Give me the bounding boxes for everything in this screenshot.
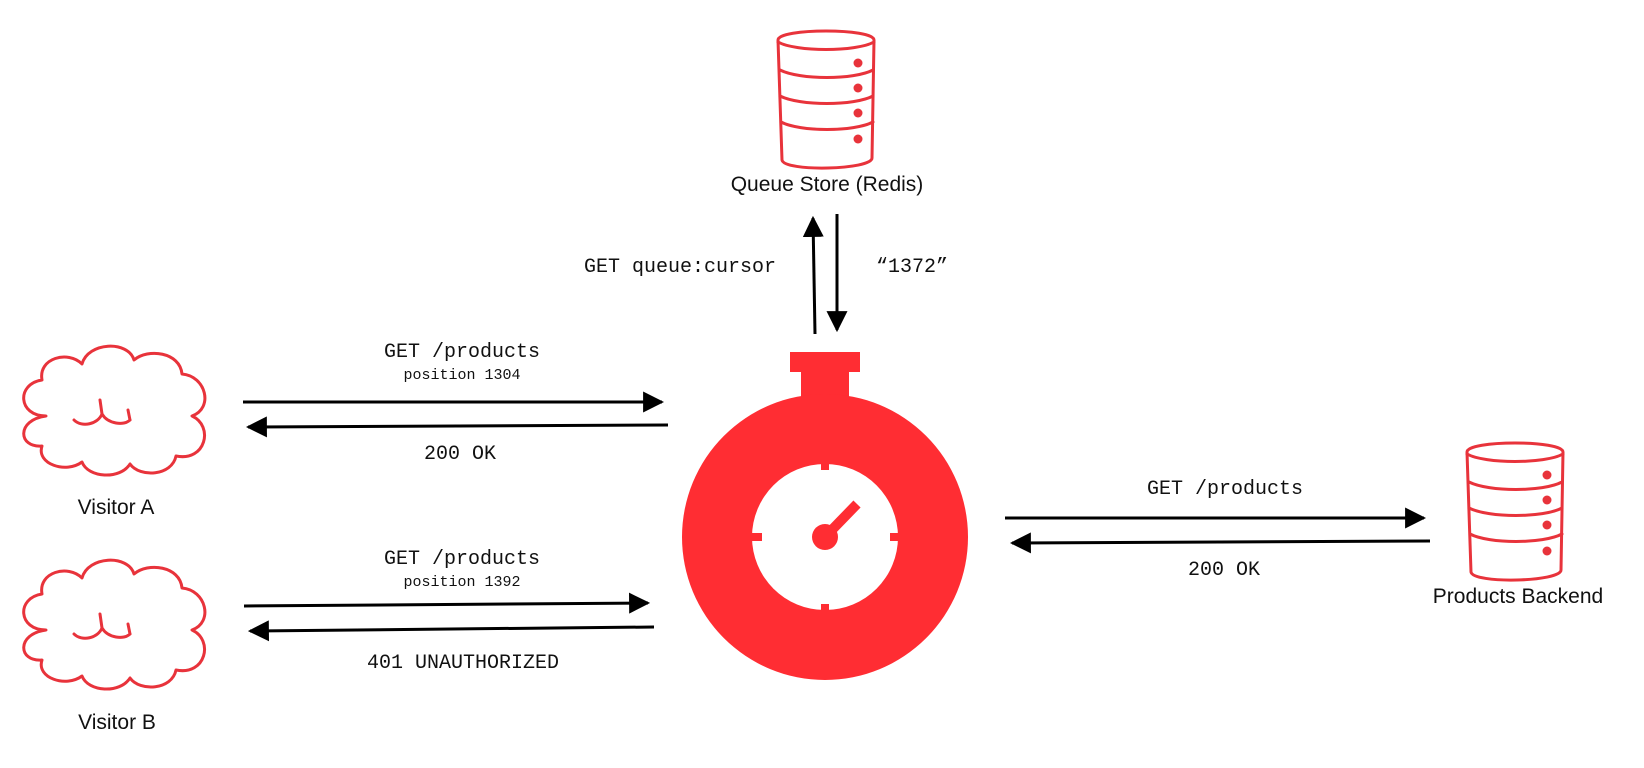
visitor-a-request-label: GET /products xyxy=(384,341,540,364)
visitor-b-position-label: position 1392 xyxy=(403,574,520,591)
store-request-label: GET queue:cursor xyxy=(584,256,776,279)
backend-response-arrow xyxy=(1009,532,1431,554)
cloud-icon xyxy=(22,344,207,477)
visitor-b-request-arrow xyxy=(243,592,651,614)
database-icon xyxy=(776,29,876,170)
visitor-b-request-label: GET /products xyxy=(384,548,540,571)
visitor-a-label: Visitor A xyxy=(78,496,155,519)
visitor-a-response-arrow xyxy=(245,416,669,438)
visitor-a-position-label: position 1304 xyxy=(403,367,520,384)
backend-request-label: GET /products xyxy=(1147,478,1303,501)
stopwatch-icon xyxy=(682,352,968,680)
visitor-b-response-arrow xyxy=(247,620,655,642)
visitor-a-response-label: 200 OK xyxy=(424,443,496,466)
queue-store-label: Queue Store (Redis) xyxy=(731,173,924,196)
products-backend-node: Products Backend xyxy=(1433,441,1603,608)
visitor-a-node: Visitor A xyxy=(22,344,207,519)
visitor-b-node: Visitor B xyxy=(22,558,207,734)
visitor-b-label: Visitor B xyxy=(78,711,156,734)
visitor-b-response-label: 401 UNAUTHORIZED xyxy=(367,652,559,675)
cloud-icon xyxy=(22,558,207,691)
backend-response-label: 200 OK xyxy=(1188,559,1260,582)
queue-store-node: Queue Store (Redis) xyxy=(731,29,924,196)
products-backend-label: Products Backend xyxy=(1433,585,1603,608)
database-icon xyxy=(1465,441,1565,582)
store-response-label: “1372” xyxy=(876,256,948,279)
store-request-arrow xyxy=(802,215,824,335)
